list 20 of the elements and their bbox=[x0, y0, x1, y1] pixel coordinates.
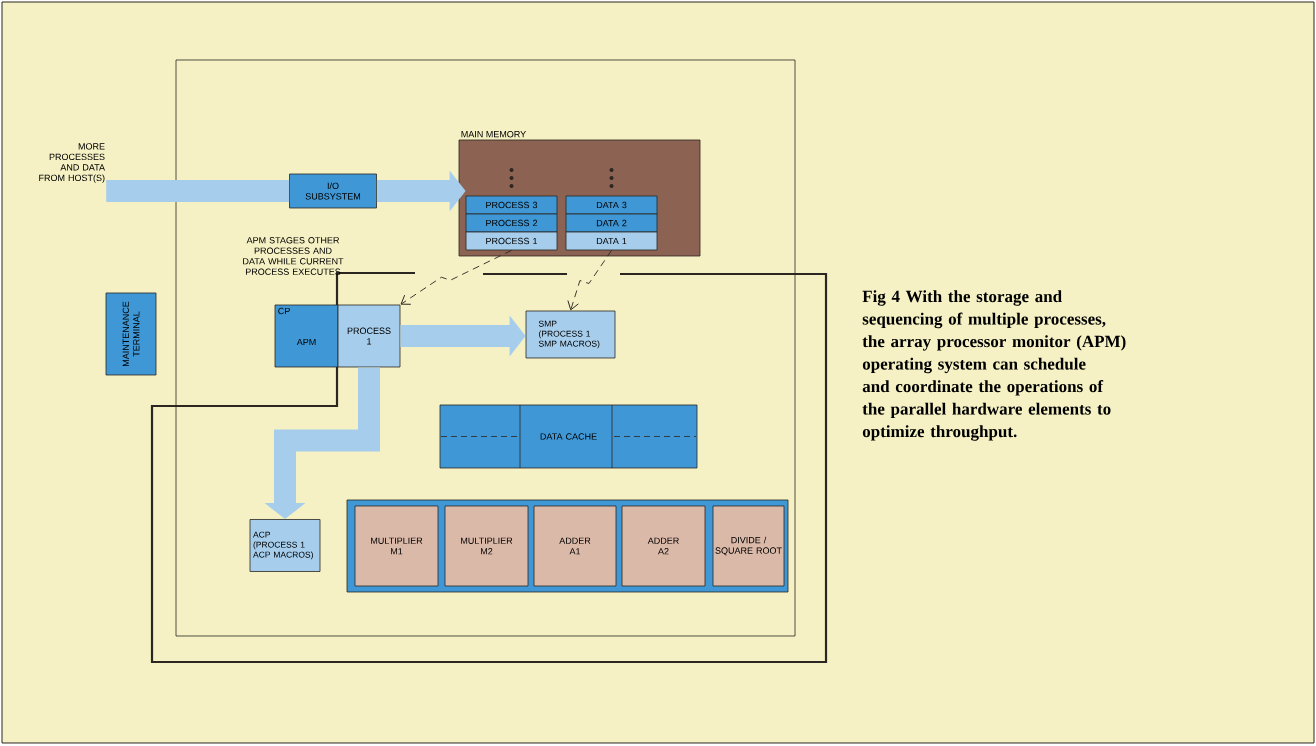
data-slot: DATA 1 bbox=[565, 231, 658, 251]
terminal-box: MAINTENANCE TERMINAL bbox=[105, 292, 157, 376]
unit-box: ADDER A1 bbox=[533, 505, 617, 587]
node-label: MAIN MEMORY bbox=[461, 131, 526, 138]
processor-box: CP APM bbox=[274, 304, 339, 368]
unit-box: MULTIPLIER M2 bbox=[444, 505, 529, 587]
unit-box: DIVIDE / SQUARE ROOT bbox=[712, 505, 785, 587]
note-text: APM STAGES OTHER PROCESSES AND DATA WHILE CURRENT PROCESS EXECUTES bbox=[243, 237, 344, 275]
unit-box: MULTIPLIER M1 bbox=[354, 505, 439, 587]
process-box: PROCESS 1 bbox=[337, 304, 401, 368]
subsystem-box: I/O SUBSYSTEM bbox=[289, 173, 377, 209]
caption-text: Fig 4 With the storage and sequencing of multiple processes, the array processor monitor (APM) operating system can schedule and coordinate the operations of the parallel hardware elements to optimize throughput. bbox=[862, 290, 1126, 441]
source-label: MORE PROCESSES AND DATA FROM HOST(S) bbox=[39, 143, 105, 183]
cache-box: DATA CACHE bbox=[439, 404, 698, 469]
unit-box: ADDER A2 bbox=[621, 505, 706, 587]
process-slot: PROCESS 2 bbox=[465, 213, 558, 233]
dashed-arrow bbox=[567, 249, 612, 311]
data-slot: DATA 2 bbox=[565, 213, 658, 233]
process-slot: PROCESS 1 bbox=[465, 231, 558, 251]
dashed-arrow bbox=[400, 249, 512, 305]
